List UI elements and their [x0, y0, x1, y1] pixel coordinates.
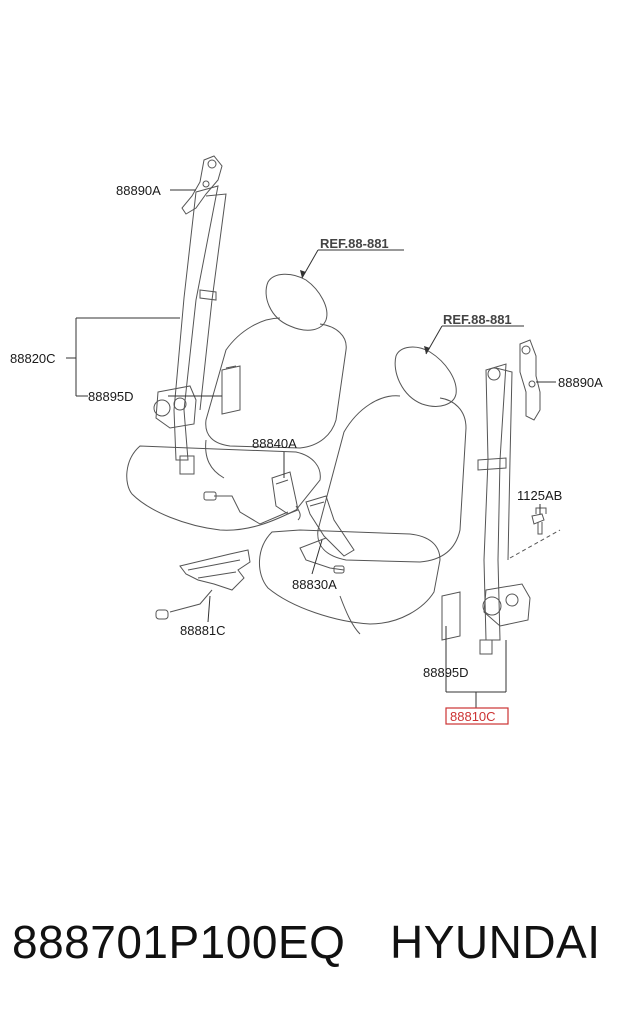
label-88830a[interactable]: 88830A: [292, 577, 337, 592]
label-1125ab[interactable]: 1125AB: [517, 488, 562, 503]
left-seat: [126, 273, 347, 531]
sensor-mat: [155, 549, 251, 620]
left-belt-assembly: [153, 155, 241, 475]
brand-name: HYUNDAI: [390, 916, 601, 968]
left-buckle: [203, 471, 301, 525]
footer-caption: 888701P100EQ HYUNDAI: [0, 905, 620, 985]
seat-belt-diagram: REF.88-881 REF.88-881 88890A 88820C 8889…: [10, 155, 603, 725]
label-88820c[interactable]: 88820C: [10, 351, 56, 366]
label-88895d-right[interactable]: 88895D: [423, 665, 469, 680]
callout-labels: REF.88-881 REF.88-881 88890A 88820C 8889…: [10, 183, 603, 725]
part-number: 888701P100EQ: [12, 916, 346, 968]
label-88840a[interactable]: 88840A: [252, 436, 297, 451]
right-buckle: [299, 495, 355, 574]
right-seat: [258, 346, 467, 635]
right-belt-assembly: [441, 339, 561, 655]
leader-lines: [66, 189, 556, 708]
ref-label-left[interactable]: REF.88-881: [320, 236, 389, 251]
ref-label-right[interactable]: REF.88-881: [443, 312, 512, 327]
label-88810c[interactable]: 88810C: [450, 709, 496, 724]
label-88890a-right[interactable]: 88890A: [558, 375, 603, 390]
label-88890a-left[interactable]: 88890A: [116, 183, 161, 198]
label-88881c[interactable]: 88881C: [180, 623, 226, 638]
highlight-box: [445, 707, 509, 725]
label-88895d-left[interactable]: 88895D: [88, 389, 134, 404]
